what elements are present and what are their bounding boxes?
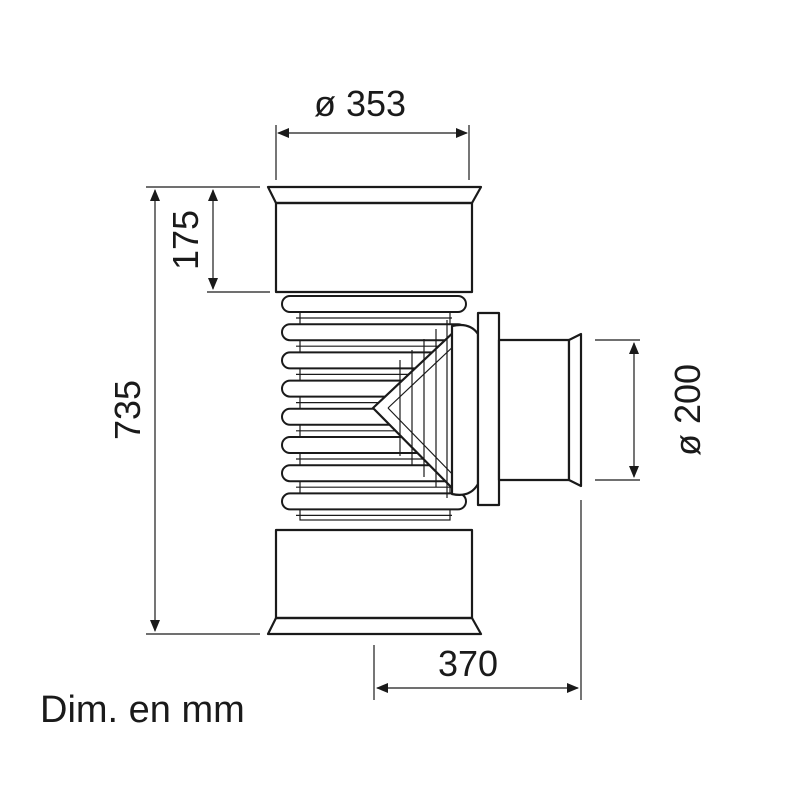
dim-branch-length: 370 [438,643,498,684]
top-socket [266,185,483,294]
dim-branch-diameter: ø 200 [667,364,708,456]
bottom-socket [266,528,483,636]
units-note: Dim. en mm [40,689,245,731]
dim-total-height: 735 [107,380,148,440]
corrugation-rib [281,323,467,342]
dimension-lines [150,128,639,693]
dim-top-diameter: ø 353 [314,83,406,124]
corrugation-rib [281,295,467,313]
corrugation-rib [281,492,467,511]
dim-socket-depth: 175 [165,210,206,270]
extension-lines [146,125,640,700]
side-branch [450,311,583,507]
